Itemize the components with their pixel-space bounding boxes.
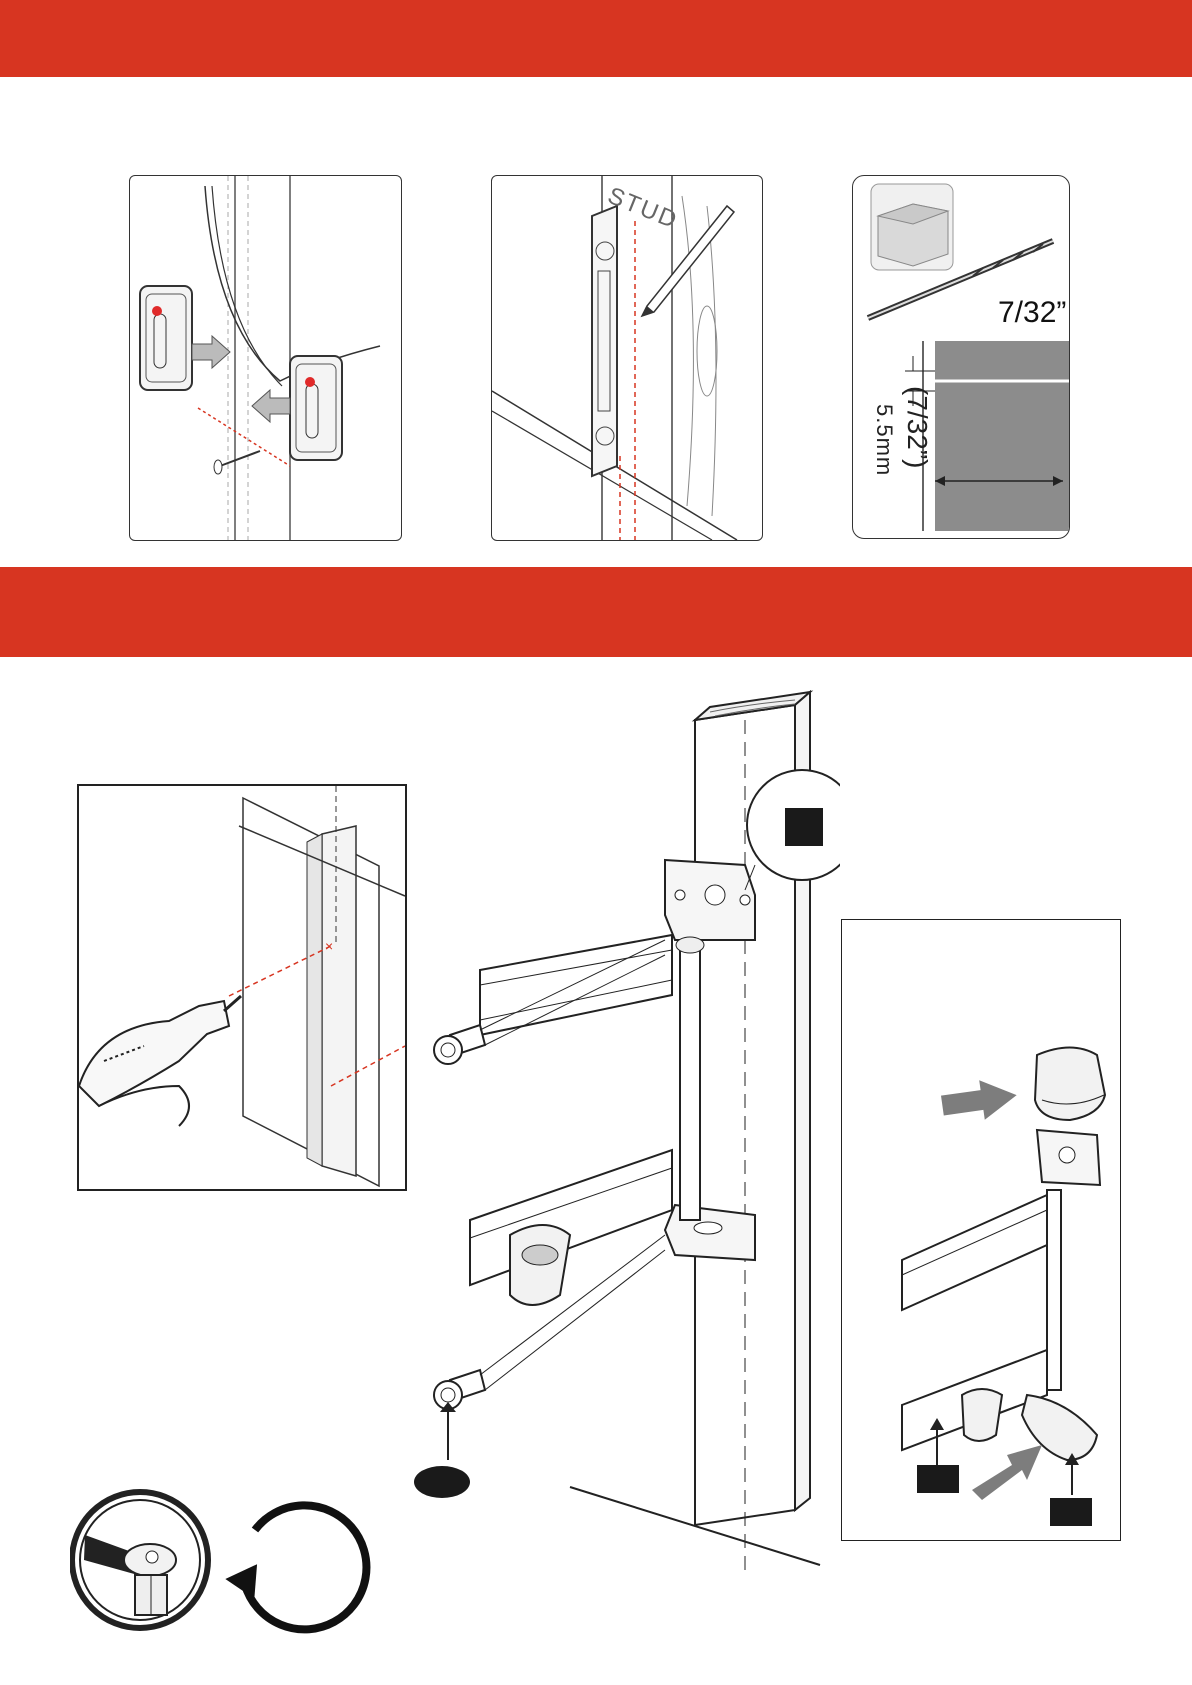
- cover-box: [841, 919, 1121, 1541]
- nail-icon: [214, 451, 260, 474]
- wrench-icons: [70, 1475, 380, 1645]
- bit-size-label: 7/32”: [998, 296, 1066, 330]
- arrow-icon: [192, 336, 230, 368]
- arrow-icon-left: [252, 390, 290, 422]
- mount-arm: [470, 935, 704, 1305]
- stud-finder-icon-right: [290, 356, 342, 460]
- depth-fraction-label: (7/32”): [901, 386, 933, 468]
- stud-finder-panel: [129, 175, 402, 541]
- stud-finder-icon: [140, 286, 192, 390]
- callout-badge: [414, 1466, 470, 1498]
- bracket-icon: [592, 206, 617, 476]
- header-band-top: [0, 0, 1192, 77]
- wood-block-icon: [871, 184, 953, 270]
- drill-box: ×: [77, 784, 407, 1191]
- svg-text:×: ×: [325, 938, 333, 954]
- arrow-icon: [940, 1075, 1020, 1125]
- drill-bit-panel: 7/32” (7/32”) 5.5mm: [852, 175, 1070, 539]
- cover-cap-icon: [1035, 1048, 1105, 1121]
- depth-metric-label: 5.5mm: [871, 404, 897, 476]
- power-drill-icon: [79, 996, 241, 1126]
- callout-square: [785, 808, 823, 846]
- header-band-middle: [0, 567, 1192, 657]
- rotate-clockwise-icon: [225, 1505, 366, 1629]
- arrow-icon-lower: [972, 1445, 1042, 1500]
- mount-assembly-drawing: [410, 690, 840, 1570]
- stud-mark-panel: STUD: [491, 175, 763, 541]
- socket-wrench-icon: [72, 1492, 208, 1628]
